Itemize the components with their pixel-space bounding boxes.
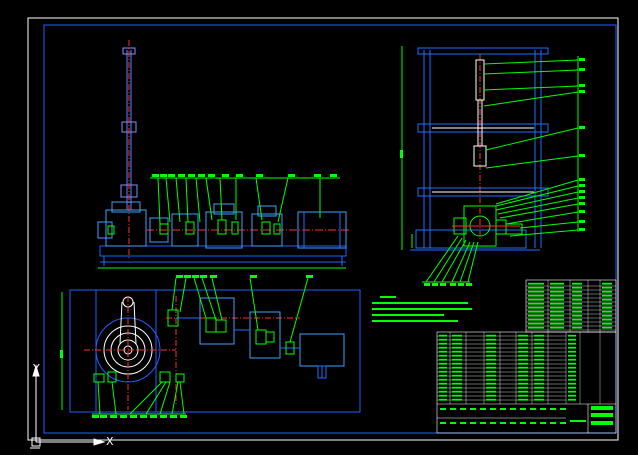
front-view [97,40,350,269]
drawing-frame [43,24,617,434]
sheet-outer-border [27,17,619,441]
ucs-x-axis-label: X [106,435,114,448]
side-view [401,46,549,251]
plan-view-labels [60,150,403,418]
ucs-y-axis-label: Y [33,362,40,375]
plan-view-details [92,277,309,415]
parts-list-grid [437,280,616,404]
side-view-details [422,56,579,283]
ucs-icon[interactable] [30,364,106,449]
side-view-labels [424,58,585,286]
technical-notes [372,296,472,322]
title-block [570,406,613,425]
front-view-details [107,177,340,235]
front-view-labels [152,174,337,177]
plan-view [61,289,361,413]
parts-list-text [439,282,612,424]
